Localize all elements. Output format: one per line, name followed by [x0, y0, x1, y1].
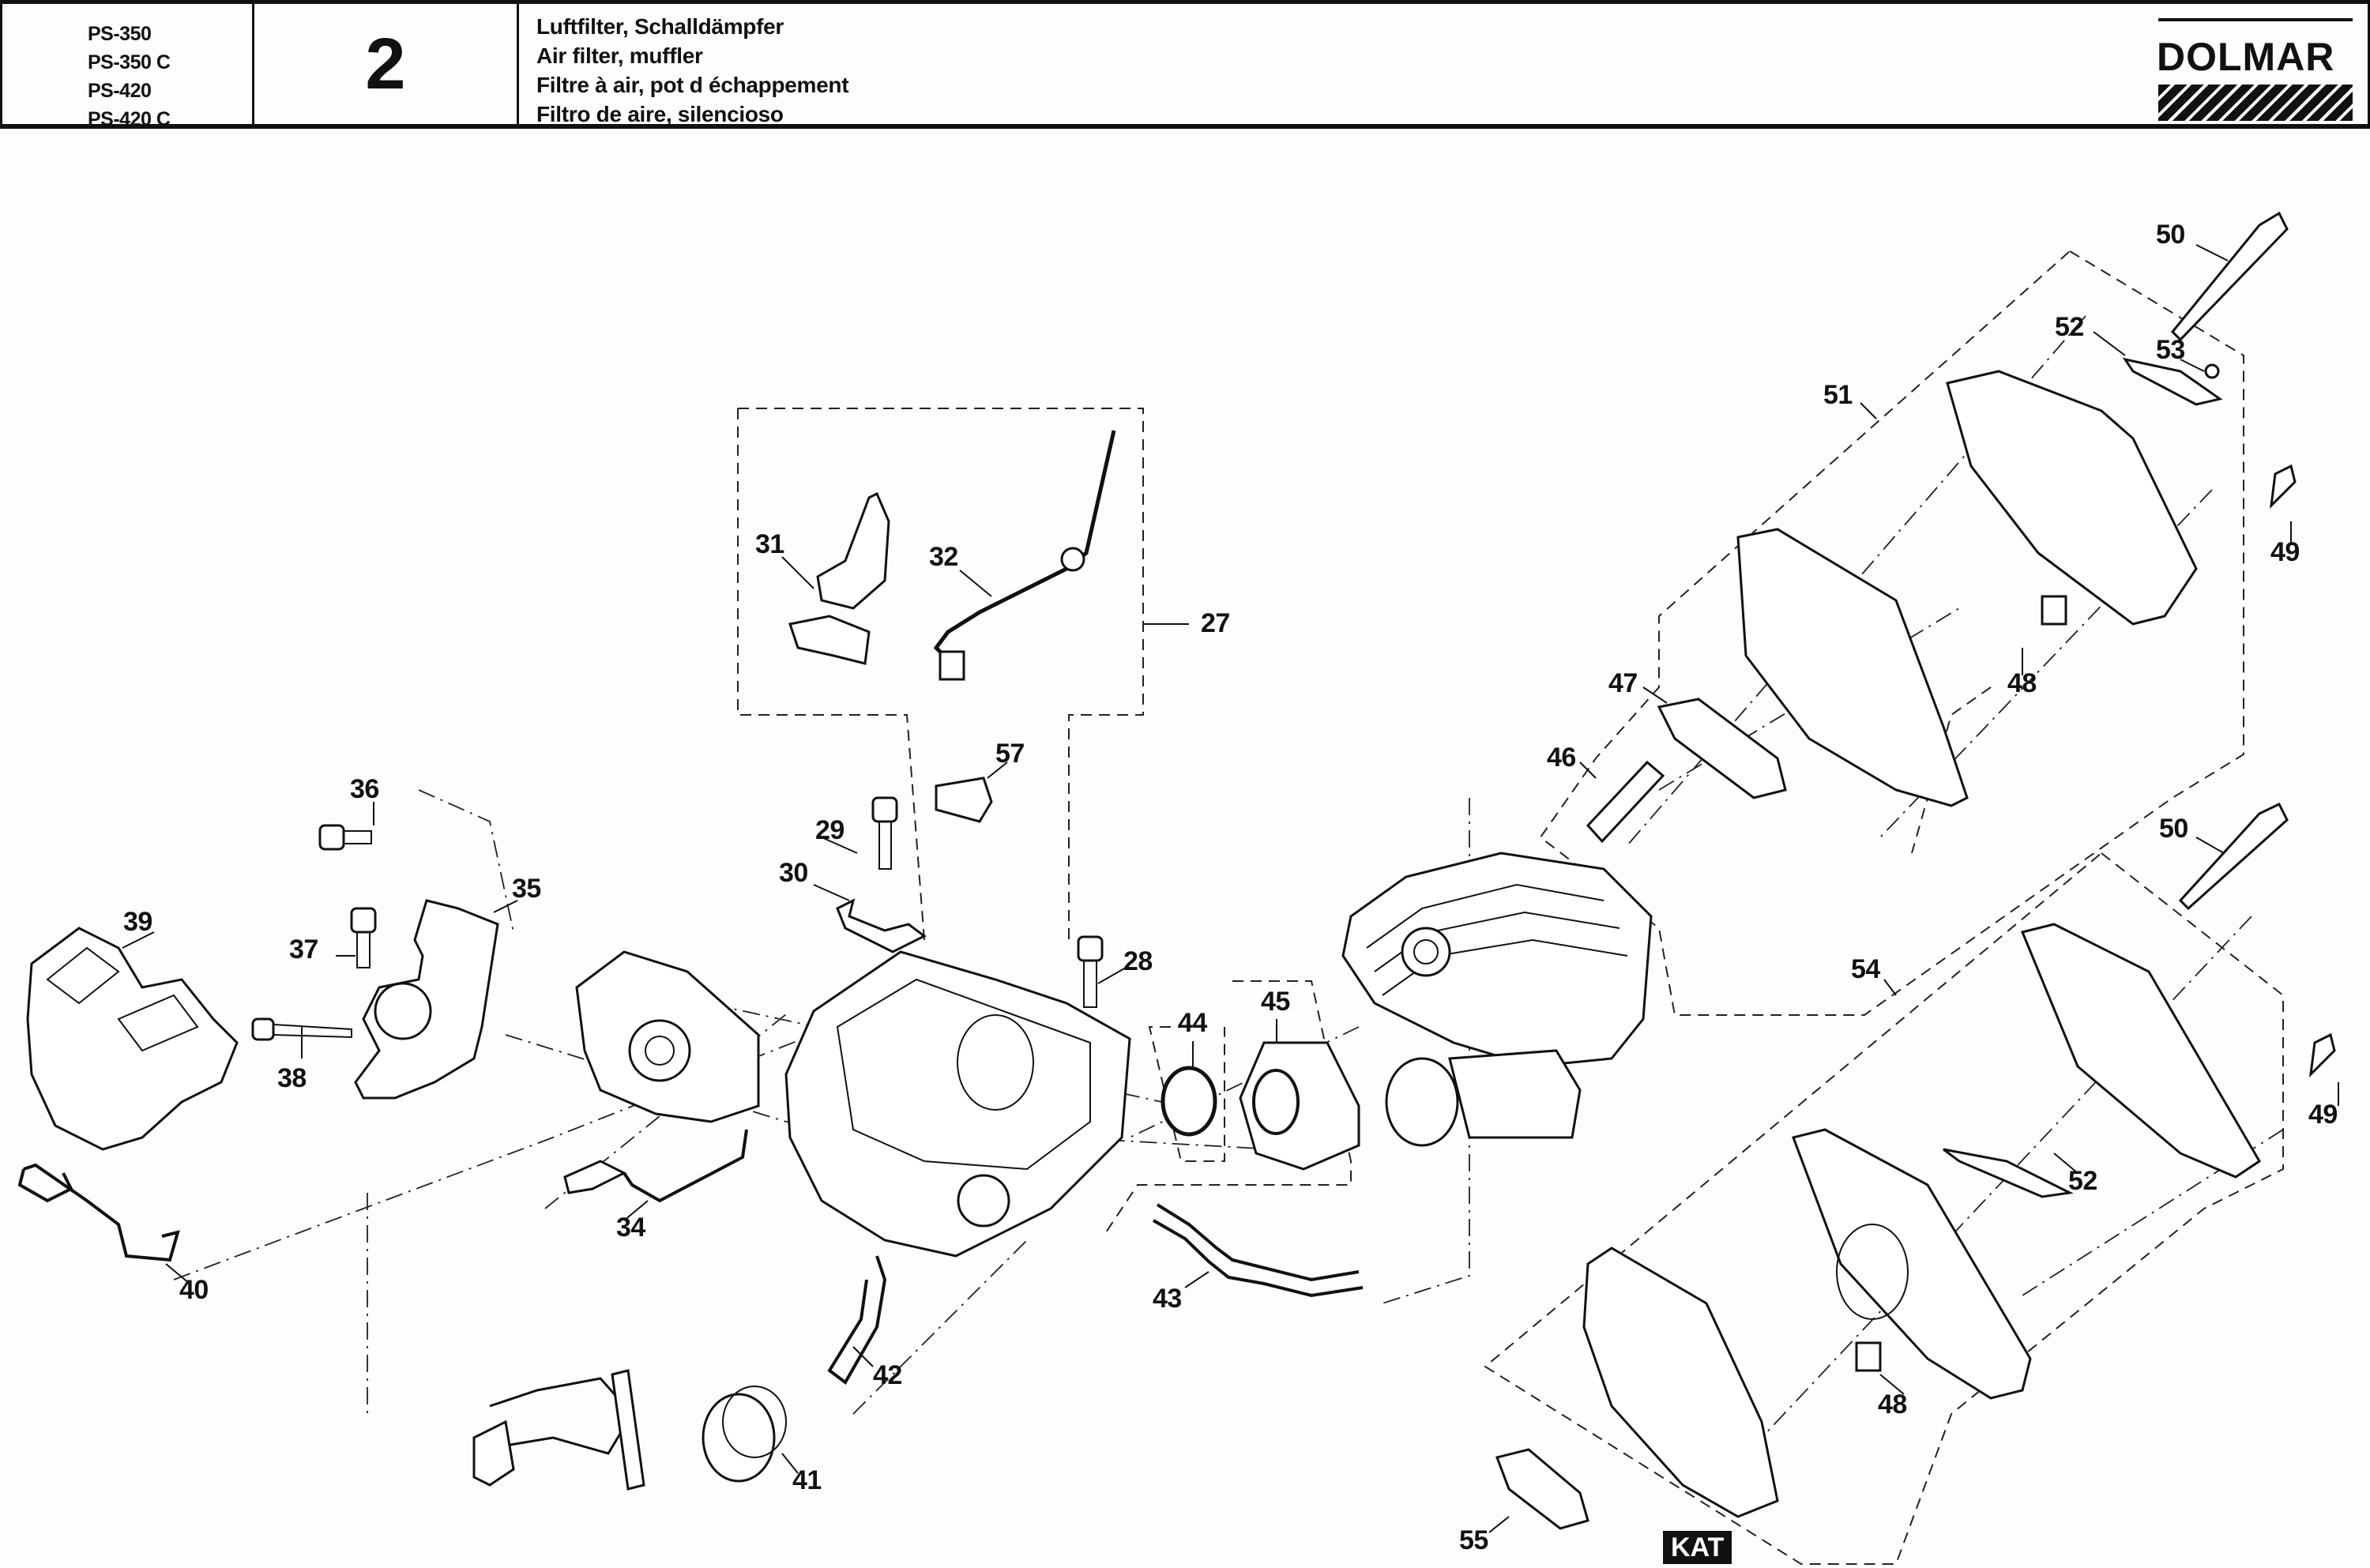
- title-fr: Filtre à air, pot d échappement: [536, 73, 849, 97]
- model-name: PS-420 C: [88, 108, 171, 130]
- part-label-39[interactable]: 39: [123, 907, 152, 937]
- section-titles: Luftfilter, Schalldämpfer Air filter, mu…: [519, 4, 2133, 126]
- title-block: PS-350 PS-350 C PS-420 PS-420 C 2 Luftfi…: [0, 0, 2370, 130]
- model-name: PS-350 C: [88, 51, 171, 73]
- primer-bulb-drawing: [702, 1386, 787, 1483]
- impulse-hose-drawing: [1153, 1203, 1364, 1298]
- part-label-57[interactable]: 57: [995, 739, 1025, 769]
- grommet: [1060, 547, 1085, 572]
- muffler-54-drawing: [1495, 923, 2336, 1530]
- page-number: 2: [365, 23, 406, 104]
- model-name: PS-350: [88, 23, 152, 45]
- part-label-37[interactable]: 37: [289, 934, 318, 964]
- part-label-35[interactable]: 35: [512, 874, 541, 904]
- muffler-screw-48b: [1855, 1341, 1882, 1372]
- wire-clip-drawing: [17, 1163, 180, 1262]
- part-label-27[interactable]: 27: [1201, 608, 1230, 638]
- part-label-51[interactable]: 51: [1823, 380, 1853, 410]
- page-number-cell: 2: [254, 4, 519, 124]
- spacer-sleeve-drawing: [1586, 760, 1665, 844]
- part-label-52b[interactable]: 52: [2068, 1166, 2097, 1196]
- choke-lever-drawing: [788, 491, 890, 665]
- carburetor-drawing: [575, 950, 760, 1123]
- part-label-31[interactable]: 31: [755, 529, 784, 559]
- part-label-32[interactable]: 32: [929, 542, 958, 572]
- filter-holder-ring: [374, 982, 432, 1040]
- bolt-50a-drawing: [2170, 211, 2289, 342]
- part-label-36[interactable]: 36: [350, 774, 379, 804]
- air-box-housing: [784, 950, 1131, 1258]
- group-box-27: [737, 408, 1144, 941]
- logo-top-bar: [2158, 18, 2353, 21]
- kat-badge: KAT: [1663, 1531, 1732, 1564]
- logo-hatch-pattern: [2158, 85, 2353, 121]
- part-label-44[interactable]: 44: [1178, 1008, 1207, 1038]
- group-box-54: [1484, 852, 2284, 1565]
- part-label-48a[interactable]: 48: [2007, 668, 2037, 698]
- screw-49b: [2308, 1032, 2336, 1078]
- bolt-50b-drawing: [2178, 803, 2289, 911]
- group-box-51: [1539, 250, 2244, 1016]
- part-label-49b[interactable]: 49: [2308, 1100, 2338, 1130]
- part-label-45[interactable]: 45: [1261, 987, 1290, 1017]
- deflector-52b: [1943, 1148, 2074, 1198]
- part-label-47[interactable]: 47: [1608, 668, 1638, 698]
- part-label-49a[interactable]: 49: [2270, 537, 2300, 567]
- part-label-29[interactable]: 29: [815, 815, 845, 845]
- title-en: Air filter, muffler: [536, 43, 703, 68]
- part-label-34[interactable]: 34: [616, 1213, 645, 1243]
- part-label-42[interactable]: 42: [873, 1360, 902, 1390]
- title-de: Luftfilter, Schalldämpfer: [536, 14, 784, 39]
- group-box-44: [1148, 1026, 1225, 1162]
- part-label-52a[interactable]: 52: [2055, 312, 2084, 342]
- group-box-45: [1105, 980, 1352, 1233]
- part-label-55[interactable]: 55: [1459, 1525, 1488, 1555]
- bracket-30-drawing: [836, 898, 927, 953]
- part-label-54[interactable]: 54: [1851, 954, 1880, 984]
- brand-name: DOLMAR: [2157, 35, 2335, 79]
- gasket-55-drawing: [1495, 1448, 1589, 1530]
- throttle-wire: [623, 1129, 748, 1203]
- screws: [251, 796, 1104, 1041]
- muffler-51-drawing: [1736, 357, 2297, 807]
- part-label-46[interactable]: 46: [1547, 743, 1576, 773]
- part-label-40[interactable]: 40: [179, 1275, 209, 1305]
- clip-57-drawing: [935, 776, 993, 823]
- cable-drawing: [933, 430, 1116, 669]
- title-es: Filtro de aire, silencioso: [536, 102, 784, 126]
- ring-44-drawing: [1161, 1066, 1217, 1137]
- screw-49a: [2269, 464, 2297, 510]
- muffler-screw-48a: [2041, 595, 2067, 626]
- throttle-rod-drawing: [563, 1160, 627, 1194]
- cylinder-drawing: [1341, 852, 1653, 1147]
- deflector-52a: [2122, 357, 2223, 406]
- fuel-hose-drawing: [827, 1255, 887, 1385]
- part-label-30[interactable]: 30: [779, 858, 808, 888]
- part-label-28[interactable]: 28: [1123, 946, 1153, 976]
- part-label-38[interactable]: 38: [277, 1063, 307, 1093]
- part-label-50b[interactable]: 50: [2159, 814, 2188, 844]
- intake-manifold-drawing: [1239, 1041, 1360, 1171]
- part-label-48b[interactable]: 48: [1878, 1389, 1907, 1419]
- part-label-43[interactable]: 43: [1153, 1284, 1182, 1314]
- brand-logo: DOLMAR: [2133, 4, 2370, 124]
- fuel-pickup-drawing: [472, 1369, 645, 1491]
- part-label-50a[interactable]: 50: [2156, 220, 2185, 250]
- air-filter-drawing: [26, 927, 239, 1151]
- cable-connector: [939, 650, 965, 681]
- part-label-41[interactable]: 41: [792, 1465, 822, 1495]
- screw-53: [2204, 363, 2220, 379]
- model-name: PS-420: [88, 80, 152, 102]
- gasket-47-drawing: [1657, 698, 1787, 799]
- model-list: PS-350 PS-350 C PS-420 PS-420 C: [0, 4, 254, 130]
- leader-lines: [122, 244, 2339, 1533]
- part-label-53[interactable]: 53: [2156, 335, 2185, 365]
